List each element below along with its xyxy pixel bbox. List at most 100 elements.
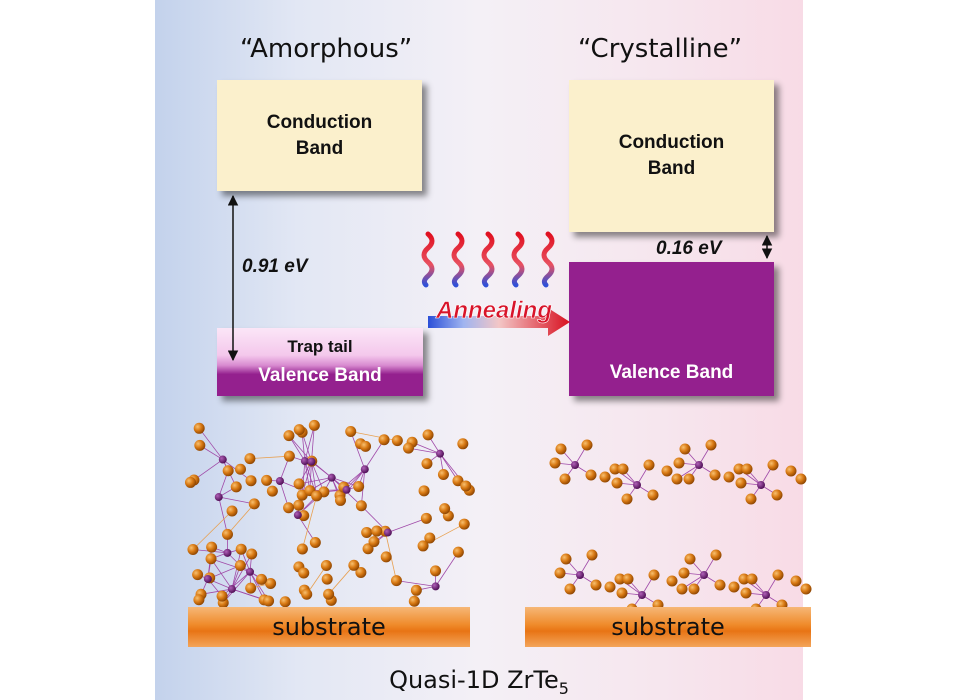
atomic-bond (304, 425, 315, 462)
caption-subscript: 5 (558, 678, 569, 698)
amorphous-title: “Amorphous” (240, 34, 413, 64)
te-atom (410, 584, 422, 596)
atomic-bond (302, 495, 318, 550)
amorphous-gap-value: 0.91 eV (242, 256, 308, 277)
zr-atom (223, 548, 232, 557)
te-atom (222, 465, 234, 477)
amorphous-atomic-structure (184, 419, 475, 609)
te-atom (334, 494, 346, 506)
zr-atom (218, 455, 227, 464)
atomic-bond (311, 425, 315, 462)
atomic-bond (328, 565, 355, 595)
zr-atom (700, 571, 708, 579)
te-atom (581, 439, 593, 451)
te-atom (248, 498, 260, 510)
zr-atom (757, 481, 765, 489)
atomic-bond (387, 517, 427, 533)
te-atom (234, 463, 246, 475)
te-atom (235, 543, 247, 555)
atomic-bond (192, 510, 233, 550)
te-atom (616, 587, 628, 599)
zr-atom (360, 465, 369, 474)
te-atom (234, 559, 246, 571)
amorphous-conduction-label-1: Conduction (266, 111, 373, 133)
te-atom (194, 439, 206, 451)
heat-wave-icon (421, 231, 555, 288)
zr-atom (383, 528, 392, 537)
crystalline-substrate: substrate (525, 607, 811, 647)
figure-caption: Quasi-1D ZrTe5 (155, 666, 803, 698)
atomic-bond (288, 435, 312, 462)
atomic-bond (311, 461, 345, 488)
atomic-bond (301, 461, 306, 496)
te-atom (216, 590, 228, 602)
te-atom (800, 583, 812, 595)
te-atom (723, 471, 735, 483)
te-atom (298, 567, 310, 579)
te-atom (361, 526, 373, 538)
te-atom (355, 500, 367, 512)
te-atom (261, 474, 273, 486)
te-atom (746, 573, 758, 585)
atomic-bond (396, 580, 436, 587)
te-atom (554, 567, 566, 579)
te-atom (221, 528, 233, 540)
zr-atom (275, 477, 284, 486)
te-atom (676, 583, 688, 595)
te-atom (643, 459, 655, 471)
zr-atom (227, 585, 236, 594)
amorphous-substrate: substrate (188, 607, 470, 647)
te-atom (684, 553, 696, 565)
zr-atom (214, 493, 223, 502)
atomic-bond (435, 551, 459, 587)
te-atom (683, 473, 695, 485)
atomic-bond (197, 574, 233, 590)
zr-atom (571, 461, 579, 469)
te-atom (279, 596, 291, 608)
te-atom (193, 594, 205, 606)
te-atom (353, 480, 365, 492)
crystalline-valence-band: Valence Band (569, 262, 774, 396)
te-atom (245, 475, 257, 487)
te-atom (345, 426, 357, 438)
atomic-bond (364, 439, 385, 470)
te-atom (614, 573, 626, 585)
te-atom (193, 422, 205, 434)
zr-atom (293, 511, 302, 520)
te-atom (738, 573, 750, 585)
crystalline-title: “Crystalline” (578, 34, 743, 64)
te-atom (745, 493, 757, 505)
te-atom (309, 537, 321, 549)
crystalline-valence-label: Valence Band (609, 362, 734, 383)
zr-atom (633, 481, 641, 489)
te-atom (621, 493, 633, 505)
atomic-bond (218, 496, 255, 505)
te-atom (666, 575, 678, 587)
te-atom (256, 573, 268, 585)
te-atom (439, 503, 451, 515)
te-atom (728, 581, 740, 593)
te-atom (323, 588, 335, 600)
te-atom (785, 465, 797, 477)
zr-atom (431, 582, 440, 591)
atomic-bond (301, 461, 312, 496)
te-atom (673, 457, 685, 469)
te-atom (206, 541, 218, 553)
atomic-bond (221, 571, 251, 597)
te-atom (321, 573, 333, 585)
te-atom (308, 419, 320, 431)
te-atom (705, 439, 717, 451)
te-atom (245, 582, 257, 594)
te-atom (205, 553, 217, 565)
caption-main: Quasi-1D ZrTe (389, 666, 559, 694)
te-atom (418, 485, 430, 497)
atomic-bond (222, 571, 251, 603)
zr-atom (203, 574, 212, 583)
te-atom (710, 549, 722, 561)
zr-atom (638, 591, 646, 599)
atomic-bond (231, 553, 253, 590)
te-atom (266, 485, 278, 497)
zr-atom (436, 449, 445, 458)
te-atom (421, 458, 433, 470)
te-atom (771, 489, 783, 501)
